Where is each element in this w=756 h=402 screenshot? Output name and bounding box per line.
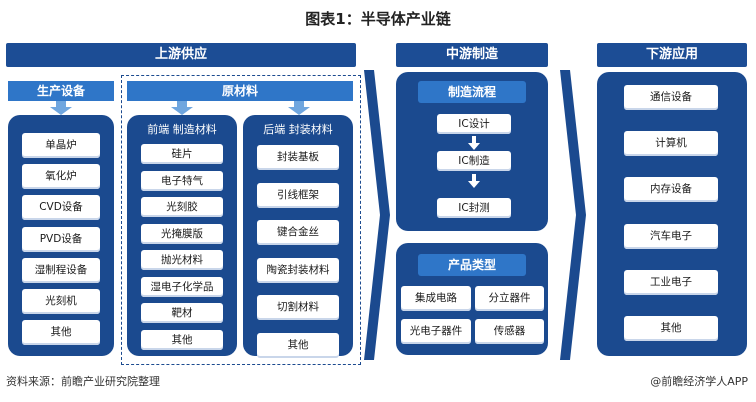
list-item: 湿电子化学品 (141, 276, 223, 297)
materials-header: 原材料 (127, 81, 353, 101)
process-step: IC制造 (437, 151, 511, 171)
down-arrow-icon (171, 101, 193, 115)
list-item: 其他 (22, 320, 100, 346)
downstream-panel (597, 72, 747, 356)
list-item: CVD设备 (22, 195, 100, 221)
list-item: 氧化炉 (22, 164, 100, 190)
front-materials-header: 前端 制造材料 (147, 123, 217, 136)
list-item: 其他 (624, 316, 718, 341)
down-arrow-icon (468, 136, 480, 150)
midstream-header: 中游制造 (396, 43, 548, 67)
list-item: 引线框架 (257, 182, 339, 208)
equipment-header: 生产设备 (8, 81, 114, 101)
list-item: 封装基板 (257, 145, 339, 170)
flow-arrow-icon (560, 70, 586, 360)
down-arrow-icon (288, 101, 310, 115)
list-item: PVD设备 (22, 226, 100, 252)
upstream-header: 上游供应 (6, 43, 356, 67)
process-step: IC封测 (437, 198, 511, 218)
list-item: 计算机 (624, 131, 718, 157)
list-item: 其他 (141, 329, 223, 350)
process-step: IC设计 (437, 114, 511, 134)
list-item: 通信设备 (624, 85, 718, 110)
list-item: 硅片 (141, 144, 223, 164)
list-item: 抛光材料 (141, 250, 223, 270)
list-item: 汽车电子 (624, 223, 718, 249)
list-item: 光刻机 (22, 289, 100, 314)
brand-label: @前瞻经济学人APP (650, 375, 748, 388)
list-item: 靶材 (141, 303, 223, 323)
list-item: 湿制程设备 (22, 257, 100, 283)
list-item: 键合金丝 (257, 220, 339, 245)
down-arrow-icon (468, 174, 480, 188)
back-materials-header: 后端 封装材料 (263, 123, 333, 136)
list-item: 其他 (257, 332, 339, 358)
page-title: 图表1：半导体产业链 (305, 10, 451, 28)
product-item: 传感器 (475, 319, 544, 344)
list-item: 光掩膜版 (141, 223, 223, 244)
materials-dashed-box (121, 75, 361, 365)
product-item: 集成电路 (401, 286, 471, 311)
product-item: 分立器件 (475, 286, 544, 311)
process-header: 制造流程 (418, 81, 526, 103)
product-item: 光电子器件 (401, 319, 471, 344)
list-item: 陶瓷封装材料 (257, 257, 339, 283)
list-item: 内存设备 (624, 177, 718, 203)
list-item: 工业电子 (624, 269, 718, 295)
list-item: 单晶炉 (22, 133, 100, 158)
list-item: 切割材料 (257, 295, 339, 320)
down-arrow-icon (50, 101, 72, 115)
flow-arrow-icon (364, 70, 390, 360)
list-item: 光刻胶 (141, 197, 223, 217)
source-note: 资料来源：前瞻产业研究院整理 (6, 375, 160, 388)
products-header: 产品类型 (418, 254, 526, 276)
downstream-header: 下游应用 (597, 43, 747, 67)
list-item: 电子特气 (141, 170, 223, 191)
